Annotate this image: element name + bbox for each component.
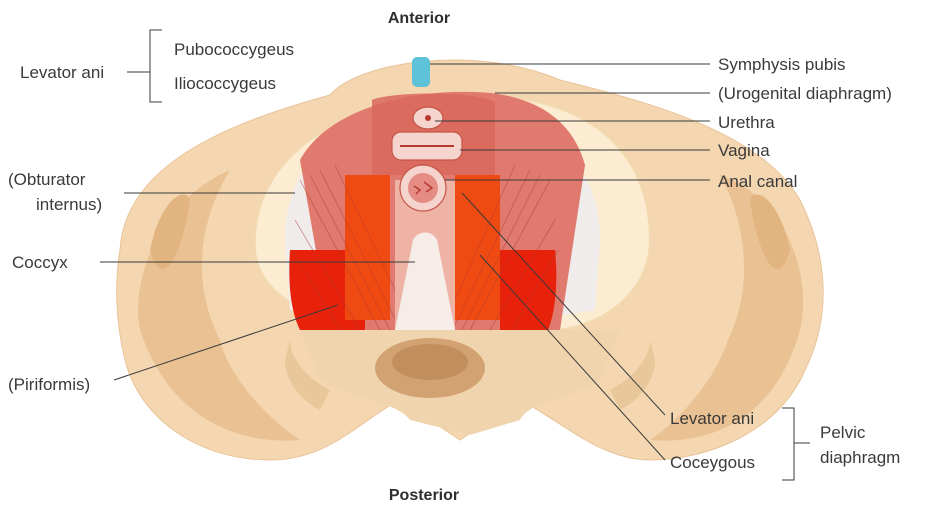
anterior-label: Anterior — [388, 10, 450, 27]
label-coccygeus: Coceygous — [670, 453, 755, 472]
label-symphysis-pubis: Symphysis pubis — [718, 55, 846, 74]
label-levator-ani: Levator ani — [670, 409, 754, 428]
label-urogenital-diaphragm: (Urogenital diaphragm) — [718, 84, 892, 103]
posterior-label: Posterior — [389, 487, 459, 504]
label-pelvic-line2: diaphragm — [820, 448, 900, 467]
anal-canal — [400, 165, 446, 211]
label-obturator-line1: (Obturator — [8, 170, 86, 189]
label-levator-ani-group: Levator ani — [20, 63, 104, 82]
symphysis-pubis — [412, 57, 430, 87]
label-urethra: Urethra — [718, 113, 775, 132]
label-anal-canal: Anal canal — [718, 172, 797, 191]
bracket-levator-ani-left — [127, 30, 162, 102]
urethra — [413, 107, 443, 129]
label-pelvic-line1: Pelvic — [820, 423, 866, 442]
vagina — [392, 132, 462, 160]
label-obturator-line2: internus) — [36, 195, 102, 214]
bracket-pelvic-diaphragm — [782, 408, 810, 480]
label-coccyx: Coccyx — [12, 253, 68, 272]
label-vagina: Vagina — [718, 141, 770, 160]
label-pubococcygeus: Pubococcygeus — [174, 40, 294, 59]
label-iliococcygeus: Iliococcygeus — [174, 74, 276, 93]
label-piriformis: (Piriformis) — [8, 375, 90, 394]
